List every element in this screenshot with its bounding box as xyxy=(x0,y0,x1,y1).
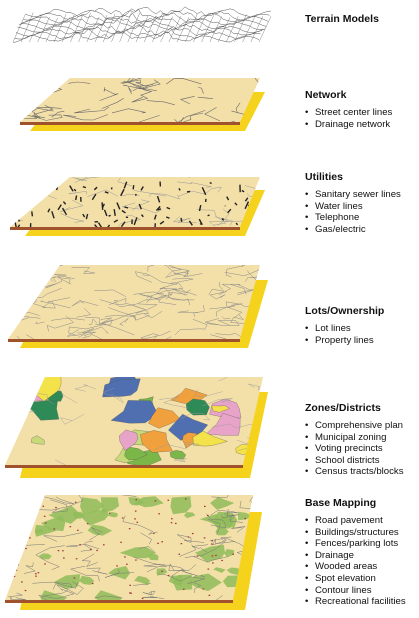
utilities-layer xyxy=(10,177,265,236)
legend-item: Gas/electric xyxy=(305,224,419,236)
legend-item: Drainage network xyxy=(305,119,419,131)
legend-item: Buildings/structures xyxy=(305,527,419,539)
layer-title: Terrain Models xyxy=(305,13,379,25)
legend-item: Wooded areas xyxy=(305,561,419,573)
legend-item: School districts xyxy=(305,455,419,467)
layer-title: Network xyxy=(305,89,347,101)
zones-districts-layer xyxy=(5,377,268,478)
legend-zones-districts: Zones/Districts Comprehensive plan Munic… xyxy=(305,402,419,478)
legend-network: Network Street center lines Drainage net… xyxy=(305,89,419,130)
base-mapping-layer xyxy=(5,495,262,610)
layer-title: Utilities xyxy=(305,171,343,183)
legend-item: Property lines xyxy=(305,335,419,347)
utilities-sheet-edge xyxy=(10,227,240,230)
legend-item: Telephone xyxy=(305,212,419,224)
legend-item: Contour lines xyxy=(305,585,419,597)
legend-item: Spot elevation xyxy=(305,573,419,585)
lots-map-sheet xyxy=(8,265,260,339)
legend-item: Sanitary sewer lines xyxy=(305,189,419,201)
zones-sheet-edge xyxy=(5,465,243,468)
network-sheet-edge xyxy=(20,122,240,125)
legend-item: Municipal zoning xyxy=(305,432,419,444)
legend-utilities: Utilities Sanitary sewer lines Water lin… xyxy=(305,171,419,235)
lots-sheet-edge xyxy=(8,339,240,342)
legend-item: Comprehensive plan xyxy=(305,420,419,432)
layer-title: Base Mapping xyxy=(305,497,377,509)
zone-regions xyxy=(5,377,263,465)
lots-ownership-layer xyxy=(8,265,268,348)
base-sheet-edge xyxy=(5,600,233,603)
legend-base-mapping: Base Mapping Road pavement Buildings/str… xyxy=(305,497,419,608)
legend-item: Fences/parking lots xyxy=(305,538,419,550)
layer-title: Lots/Ownership xyxy=(305,305,385,317)
legend-item: Recreational facilities xyxy=(305,596,419,608)
layer-stack-diagram xyxy=(5,6,272,610)
legend-item: Census tracts/blocks xyxy=(305,466,419,478)
legend-item: Street center lines xyxy=(305,107,419,119)
legend-lots-ownership: Lots/Ownership Lot lines Property lines xyxy=(305,305,419,346)
terrain-model-layer xyxy=(12,6,272,43)
layer-title: Zones/Districts xyxy=(305,402,381,414)
legend-item: Water lines xyxy=(305,201,419,213)
legend-terrain-models: Terrain Models xyxy=(305,13,419,31)
legend-item: Voting precincts xyxy=(305,443,419,455)
legend-item: Lot lines xyxy=(305,323,419,335)
legend-item: Road pavement xyxy=(305,515,419,527)
legend-item: Drainage xyxy=(305,550,419,562)
network-layer xyxy=(20,78,265,131)
